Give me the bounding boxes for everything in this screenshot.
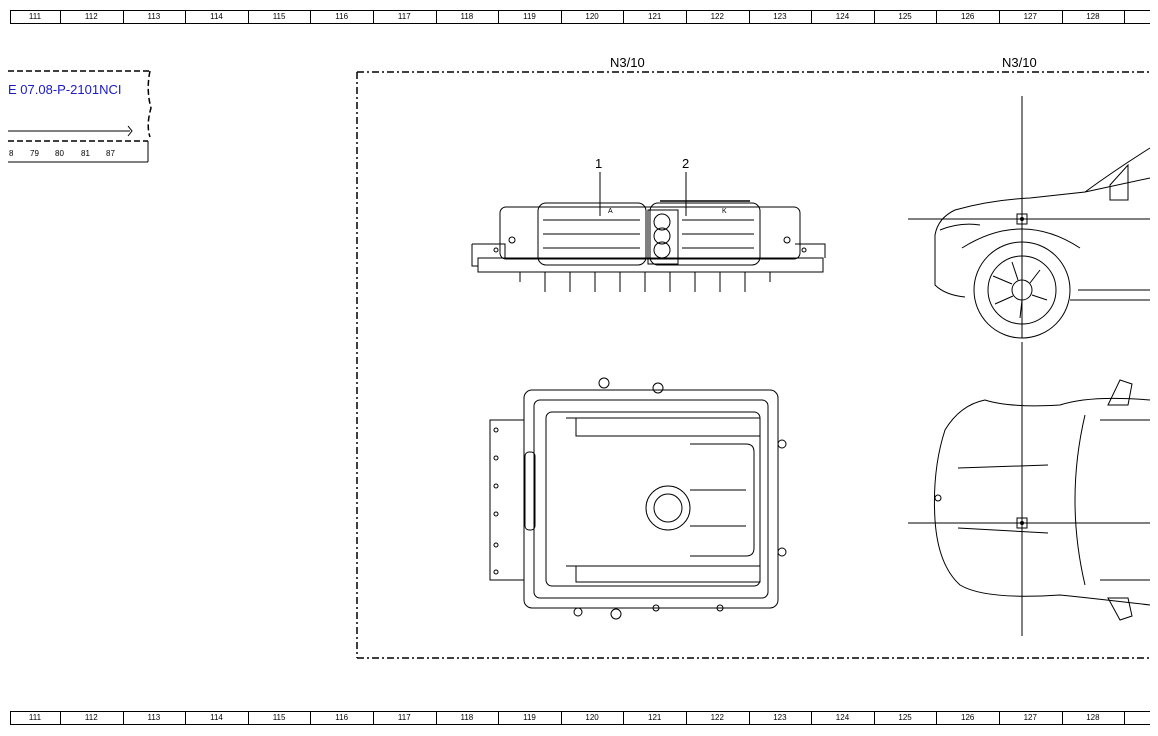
ruler-column-label: 117 <box>397 12 411 21</box>
ruler-tick <box>10 711 11 725</box>
ruler-tick <box>748 10 750 24</box>
ruler-tick <box>560 10 562 24</box>
ruler-column-label: 122 <box>710 12 724 21</box>
ruler-tick <box>498 711 500 725</box>
ruler-tick <box>623 10 625 24</box>
ecu-side-view <box>471 200 826 292</box>
ruler-column-label: 124 <box>835 12 850 21</box>
ruler-column-label: 127 <box>1023 713 1037 722</box>
ruler-tick <box>310 10 312 24</box>
ruler-column-label: 126 <box>961 713 975 722</box>
ruler-tick <box>373 711 374 725</box>
callout-2-label: 2 <box>682 156 690 171</box>
vehicle-top-view <box>908 342 1151 636</box>
connector-a-label: A <box>608 208 613 215</box>
ruler-tick <box>873 10 875 24</box>
ruler-column-label: 113 <box>147 713 161 722</box>
ruler-column-label: 111 <box>28 713 42 722</box>
column-ruler-bottom: 111 112 113 114 115 116 117 118 119 120 121 122 123 1… <box>0 711 1158 725</box>
ruler-tick <box>310 711 312 725</box>
ruler-tick <box>435 711 437 725</box>
ruler-tick <box>185 711 187 725</box>
column-ruler-top: 111 112 113 114 115 116 117 118 119 120 121 122 123 1… <box>0 10 1158 24</box>
ruler-tick <box>373 10 374 24</box>
ruler-column-label: 120 <box>585 713 599 722</box>
ruler-column-label: 114 <box>210 12 223 21</box>
ruler-column-label: 121 <box>648 713 662 722</box>
ruler-column-label: 114 <box>210 713 223 722</box>
ruler-tick <box>1061 10 1063 24</box>
ruler-line <box>10 724 1150 725</box>
ruler-tick <box>1124 711 1126 725</box>
ruler-tick <box>811 711 813 725</box>
callout-1-label: 1 <box>595 156 603 171</box>
reference-link[interactable]: E 07.08-P-2101NCI <box>8 82 122 97</box>
reference-pin: 87 <box>106 149 115 158</box>
connector-k-label: K <box>722 208 727 215</box>
ruler-tick <box>435 10 437 24</box>
ruler-tick <box>936 10 938 24</box>
ruler-column-label: 118 <box>460 713 474 722</box>
ruler-line <box>10 10 1150 11</box>
ruler-tick <box>811 10 813 24</box>
ruler-tick <box>10 10 11 24</box>
reference-pin: 8 <box>9 149 14 158</box>
ruler-column-label: 123 <box>773 713 787 722</box>
ruler-tick <box>748 711 750 725</box>
ruler-column-label: 123 <box>773 12 787 21</box>
ruler-tick <box>1061 711 1063 725</box>
ruler-column-label: 125 <box>898 12 912 21</box>
component-title-left: N3/10 <box>610 55 645 70</box>
ruler-tick <box>122 711 124 725</box>
ruler-column-label: 117 <box>397 713 411 722</box>
ruler-column-label: 124 <box>835 713 850 722</box>
ruler-tick <box>623 711 625 725</box>
reference-pin: 80 <box>55 149 64 158</box>
ruler-column-label: 128 <box>1086 12 1100 21</box>
ruler-tick <box>873 711 875 725</box>
ruler-tick <box>60 10 61 24</box>
ruler-line <box>10 23 1150 24</box>
ruler-column-label: 119 <box>523 713 536 722</box>
ruler-column-label: 126 <box>961 12 975 21</box>
ruler-tick <box>686 10 687 24</box>
ruler-column-label: 111 <box>28 12 42 21</box>
component-title-right: N3/10 <box>1002 55 1037 70</box>
ruler-column-label: 120 <box>585 12 599 21</box>
ruler-column-label: 122 <box>710 713 724 722</box>
ruler-column-label: 118 <box>460 12 474 21</box>
ruler-tick <box>936 711 938 725</box>
ruler-column-label: 125 <box>898 713 912 722</box>
ruler-column-label: 119 <box>523 12 536 21</box>
ruler-column-label: 112 <box>84 12 98 21</box>
ruler-column-label: 127 <box>1023 12 1037 21</box>
ruler-tick <box>247 711 249 725</box>
ruler-column-label: 121 <box>648 12 662 21</box>
reference-pin: 79 <box>30 149 39 158</box>
reference-pin: 81 <box>81 149 90 158</box>
reference-box <box>8 70 152 163</box>
ruler-column-label: 116 <box>335 713 349 722</box>
ruler-tick <box>60 711 61 725</box>
ruler-column-label: 115 <box>272 713 286 722</box>
ruler-column-label: 112 <box>84 713 98 722</box>
ruler-line <box>10 711 1150 712</box>
vehicle-side-view <box>908 96 1151 339</box>
ruler-column-label: 128 <box>1086 713 1100 722</box>
ruler-tick <box>247 10 249 24</box>
ruler-column-label: 115 <box>272 12 286 21</box>
ruler-tick <box>1124 10 1126 24</box>
ruler-tick <box>999 10 1000 24</box>
ruler-tick <box>686 711 687 725</box>
ecu-top-view <box>489 377 787 620</box>
ruler-tick <box>999 711 1000 725</box>
ruler-tick <box>498 10 500 24</box>
ruler-column-label: 116 <box>335 12 349 21</box>
ruler-tick <box>122 10 124 24</box>
ruler-column-label: 113 <box>147 12 161 21</box>
ruler-tick <box>560 711 562 725</box>
component-frame <box>356 71 1150 659</box>
ruler-tick <box>185 10 187 24</box>
